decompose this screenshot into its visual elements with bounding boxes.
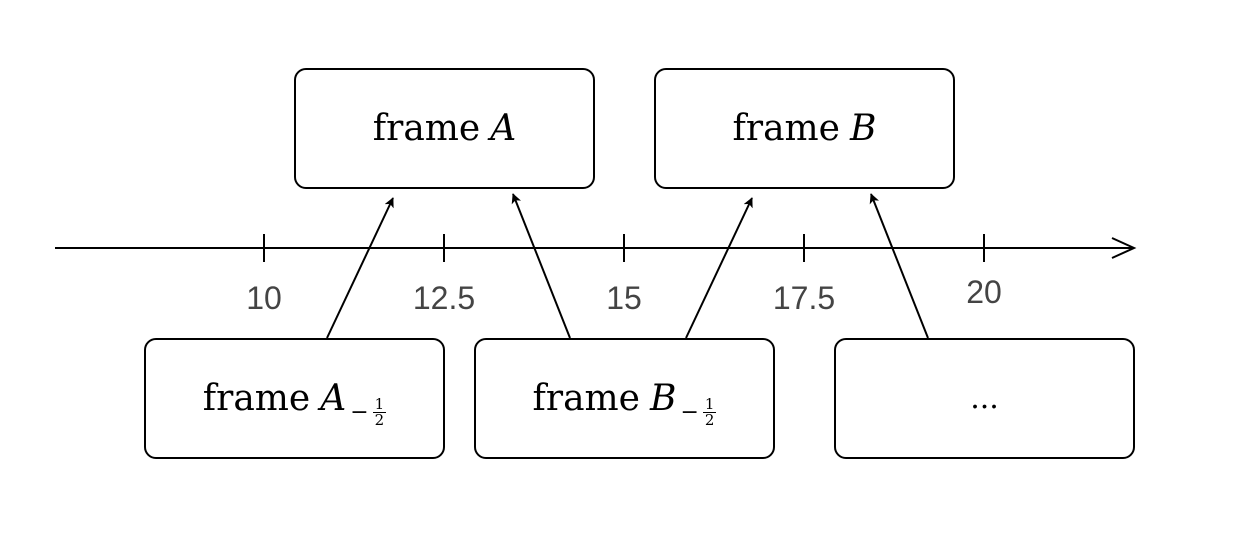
timeline-ticks (263, 234, 985, 262)
frame-a-word: frame (372, 108, 481, 149)
frame-b-prev-sub-sign: − (680, 400, 699, 425)
arrow-next-to-frame-b (869, 193, 929, 339)
frame-a-prev-sub-sign: − (350, 400, 369, 425)
frame-a-var: A (490, 108, 517, 149)
frame-b-prev-box: frame B − 1 2 (474, 338, 775, 459)
frame-a-prev-subscript: − 1 2 (350, 395, 387, 429)
frame-a-prev-frac-num: 1 (372, 395, 387, 413)
tick-label-20: 20 (966, 274, 1002, 310)
arrow-frame-a-prev-to-frame-a (326, 197, 394, 339)
frame-a-prev-word: frame (202, 378, 311, 419)
tick-label-10: 10 (246, 280, 282, 316)
next-frame-ellipsis: ... (970, 381, 999, 416)
dependency-arrows (326, 193, 929, 339)
frame-b-prev-frac-num: 1 (702, 395, 717, 413)
frame-b-word: frame (732, 108, 840, 149)
frame-b-var: B (849, 108, 877, 149)
frame-a-prev-var: A (320, 378, 347, 419)
frame-a-prev-fraction: 1 2 (372, 395, 387, 429)
frame-b-prev-var: B (649, 378, 677, 419)
tick-label-12-5: 12.5 (412, 280, 476, 316)
tick-label-15: 15 (606, 280, 642, 316)
frame-a-prev-box: frame A − 1 2 (144, 338, 445, 459)
frame-a-prev-frac-den: 2 (374, 411, 385, 429)
frame-b-prev-word: frame (532, 378, 640, 419)
arrow-frame-b-prev-to-frame-b (685, 197, 753, 339)
next-frame-box: ... (834, 338, 1135, 459)
frame-b-prev-frac-den: 2 (704, 411, 715, 429)
frame-b-box: frame B (654, 68, 955, 189)
frame-b-prev-subscript: − 1 2 (680, 395, 717, 429)
frame-a-box: frame A (294, 68, 595, 189)
timeline-axis-arrowhead (1111, 237, 1137, 259)
arrow-frame-b-prev-to-frame-a (511, 193, 571, 339)
tick-label-17-5: 17.5 (772, 280, 836, 316)
frame-b-prev-fraction: 1 2 (702, 395, 717, 429)
